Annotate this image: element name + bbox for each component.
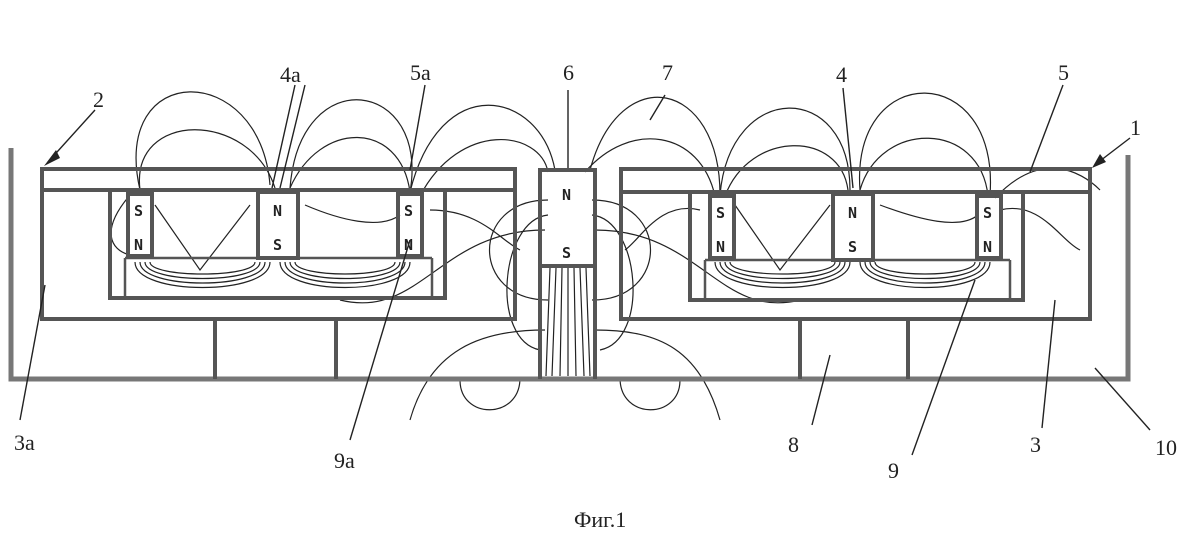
svg-text:N: N [983,238,992,256]
svg-text:N: N [273,202,282,220]
svg-text:S: S [716,204,725,222]
label-7: 7 [662,60,673,85]
svg-text:S: S [562,244,571,262]
label-4a: 4a [280,62,301,87]
svg-text:N: N [716,238,725,256]
tank-10 [11,148,1128,379]
svg-text:N: N [134,236,143,254]
label-5: 5 [1058,60,1069,85]
pole-labels: S N N S S N N S S N N S S N [134,186,992,262]
svg-text:S: S [134,202,143,220]
label-10: 10 [1155,435,1177,460]
svg-text:S: S [983,204,992,222]
left-unit [42,169,515,379]
label-5a: 5a [410,60,431,85]
svg-text:N: N [562,186,571,204]
label-4: 4 [836,62,847,87]
label-8: 8 [788,432,799,457]
svg-text:N: N [848,204,857,222]
label-6: 6 [563,60,574,85]
right-unit [621,169,1090,379]
label-1: 1 [1130,115,1141,140]
svg-text:S: S [273,236,282,254]
label-2: 2 [93,87,104,112]
label-9: 9 [888,458,899,483]
svg-text:S: S [404,202,413,220]
label-3: 3 [1030,432,1041,457]
label-9a: 9a [334,448,355,473]
svg-text:S: S [848,238,857,256]
label-3a: 3a [14,430,35,455]
figure-caption: Фиг.1 [574,507,626,532]
